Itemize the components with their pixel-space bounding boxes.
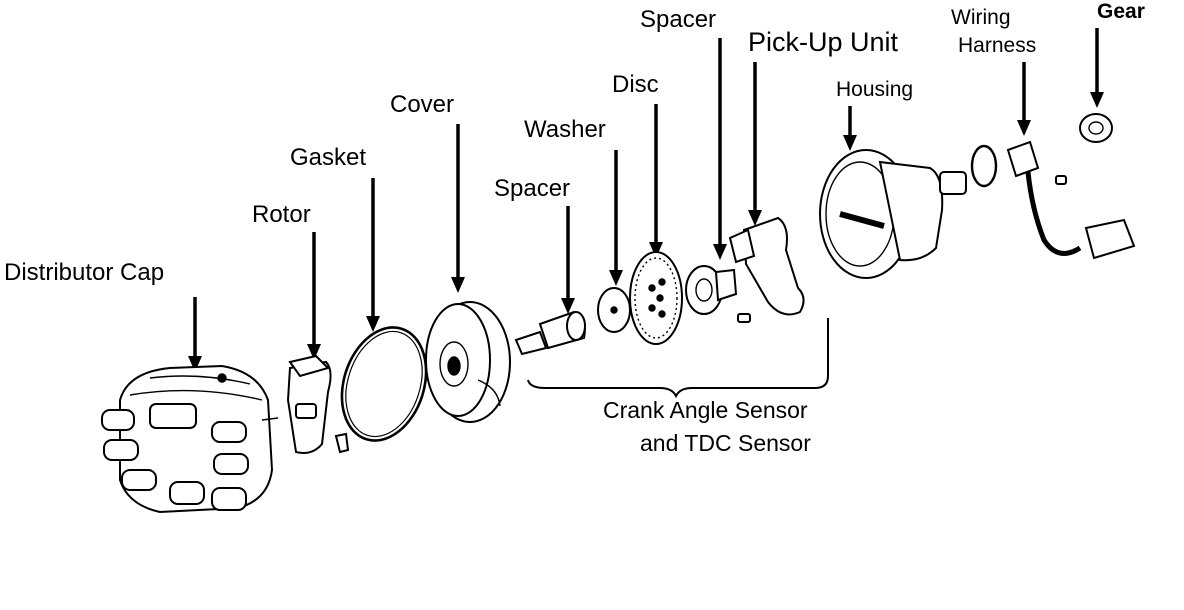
pick-up-unit-part (728, 216, 805, 323)
label-cover: Cover (390, 91, 454, 118)
washer-part (597, 287, 631, 333)
label-spacer-2: Spacer (640, 6, 716, 33)
gear-part (1079, 113, 1113, 143)
label-gasket: Gasket (290, 144, 366, 171)
spacer-2-part (685, 265, 738, 315)
label-washer: Washer (524, 116, 606, 143)
rotor-part (286, 354, 350, 454)
label-rotor: Rotor (252, 201, 311, 228)
label-pick-up-unit: Pick-Up Unit (748, 27, 899, 57)
distributor-cap-part (101, 364, 279, 514)
label-spacer-1: Spacer (494, 175, 570, 202)
label-housing: Housing (836, 78, 913, 101)
cover-part (425, 301, 511, 423)
label-gear: Gear (1097, 0, 1145, 23)
label-group-line1: Crank Angle Sensor (603, 397, 808, 423)
label-disc: Disc (612, 71, 659, 98)
wiring-harness-part (1006, 140, 1136, 260)
disc-part (629, 251, 683, 345)
gasket-part (340, 326, 428, 442)
housing-part (819, 149, 967, 279)
leader-arrows (188, 28, 1104, 372)
o-ring-part (970, 144, 998, 188)
group-brace (527, 318, 829, 399)
label-harness: Harness (958, 34, 1036, 57)
label-distributor-cap: Distributor Cap (4, 259, 164, 286)
label-group-line2: and TDC Sensor (640, 430, 811, 456)
label-wiring: Wiring (951, 6, 1011, 29)
spacer-1-part (514, 310, 586, 356)
